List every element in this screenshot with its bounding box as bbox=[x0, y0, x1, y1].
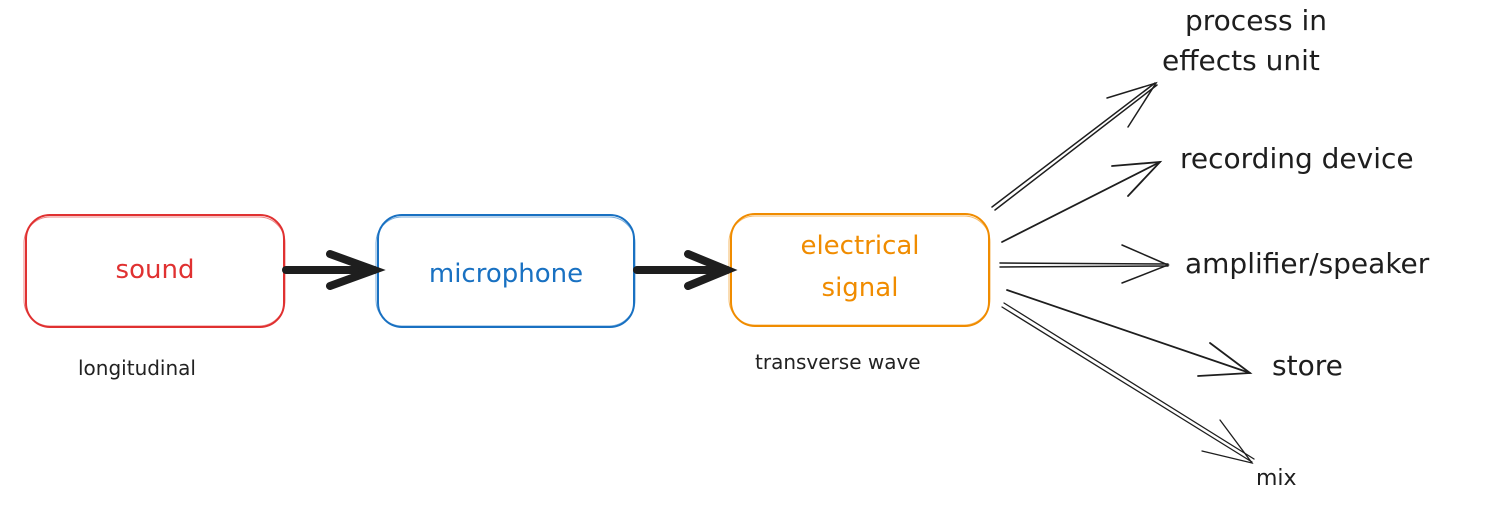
node-microphone-label: microphone bbox=[428, 259, 584, 289]
edge-sound-microphone bbox=[282, 250, 386, 290]
caption-longitudinal: longitudinal bbox=[78, 356, 196, 380]
output-amplifier: amplifier/speaker bbox=[1185, 247, 1430, 280]
output-recording: recording device bbox=[1180, 142, 1414, 175]
output-effects-line1: process in bbox=[1185, 4, 1328, 37]
caption-transverse-wave: transverse wave bbox=[755, 350, 921, 374]
output-store: store bbox=[1272, 349, 1343, 382]
node-electrical-label-line1: electrical bbox=[800, 231, 920, 261]
edge-microphone-electrical bbox=[633, 250, 738, 290]
node-sound-label: sound bbox=[115, 255, 195, 285]
output-effects-line2: effects unit bbox=[1162, 44, 1320, 77]
output-mix: mix bbox=[1256, 466, 1297, 491]
edge-electrical-recording bbox=[1001, 160, 1163, 243]
node-electrical-label-line2: signal bbox=[821, 273, 899, 303]
edge-electrical-mix bbox=[1001, 302, 1255, 465]
edge-electrical-store bbox=[1006, 289, 1253, 377]
edge-electrical-amplifier bbox=[999, 244, 1170, 284]
edge-electrical-effects bbox=[991, 81, 1158, 211]
